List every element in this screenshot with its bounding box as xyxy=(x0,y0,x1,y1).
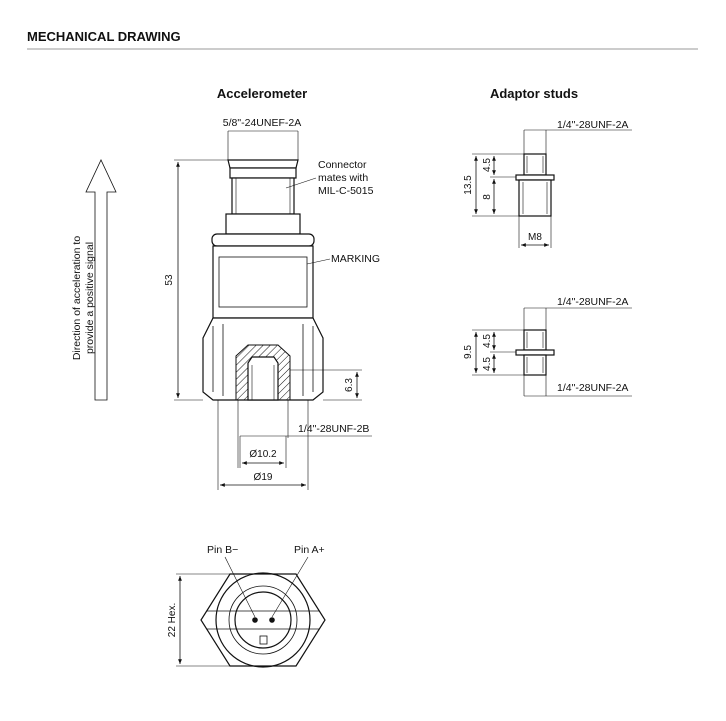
stud1-metric-label: M8 xyxy=(528,232,542,243)
connector-note-line-1: Connector xyxy=(318,159,367,171)
direction-note-line-1: Direction of acceleration to xyxy=(71,236,83,360)
stud2-lower-dimension: 4.5 xyxy=(482,357,493,371)
accelerometer-title: Accelerometer xyxy=(217,86,307,101)
keyway-icon xyxy=(259,635,268,645)
stud1-total-dimension: 13.5 xyxy=(463,175,474,195)
marking-label: MARKING xyxy=(331,253,380,265)
connector-end-view xyxy=(200,572,326,668)
stud1-upper-dimension: 4.5 xyxy=(482,158,493,172)
stud2-total-dimension: 9.5 xyxy=(463,345,474,359)
pin-b-icon xyxy=(252,617,258,623)
connector-note-line-2: mates with xyxy=(318,172,368,184)
stud1-lower-dimension: 8 xyxy=(482,194,493,200)
stud2-thread-bottom-label: 1/4"-28UNF-2A xyxy=(557,382,628,394)
stud2-thread-top-label: 1/4"-28UNF-2A xyxy=(557,296,628,308)
dia-large-dimension: Ø19 xyxy=(254,472,273,483)
stud1-thread-label: 1/4"-28UNF-2A xyxy=(557,119,628,131)
stud2-upper-dimension: 4.5 xyxy=(482,334,493,348)
section-title: MECHANICAL DRAWING xyxy=(27,29,181,44)
thread-bottom-label: 1/4"-28UNF-2B xyxy=(298,423,369,435)
stud1 xyxy=(515,153,555,217)
pin-a-label: Pin A+ xyxy=(294,544,325,556)
direction-arrow-icon xyxy=(85,159,117,401)
hex-dimension: 22 Hex. xyxy=(167,603,178,637)
adaptor-studs-title: Adaptor studs xyxy=(490,86,578,101)
accelerometer-body xyxy=(202,159,324,401)
stud2 xyxy=(515,329,555,376)
height-dimension: 53 xyxy=(164,274,175,286)
thread-top-label: 5/8"-24UNEF-2A xyxy=(223,117,301,129)
pin-b-label: Pin B− xyxy=(207,544,238,556)
pin-a-icon xyxy=(269,617,275,623)
hole-depth-dimension: 6.3 xyxy=(344,378,355,392)
dia-small-dimension: Ø10.2 xyxy=(249,449,277,460)
connector-note-line-3: MIL-C-5015 xyxy=(318,185,374,197)
direction-note-line-2: provide a positive signal xyxy=(84,242,96,354)
